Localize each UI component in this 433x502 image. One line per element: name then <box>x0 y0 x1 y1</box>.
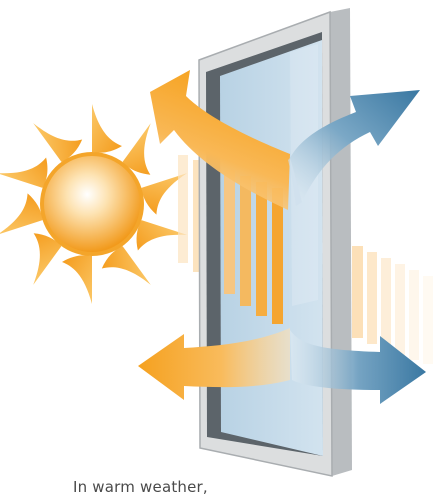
caption-text: In warm weather, <box>73 478 208 496</box>
